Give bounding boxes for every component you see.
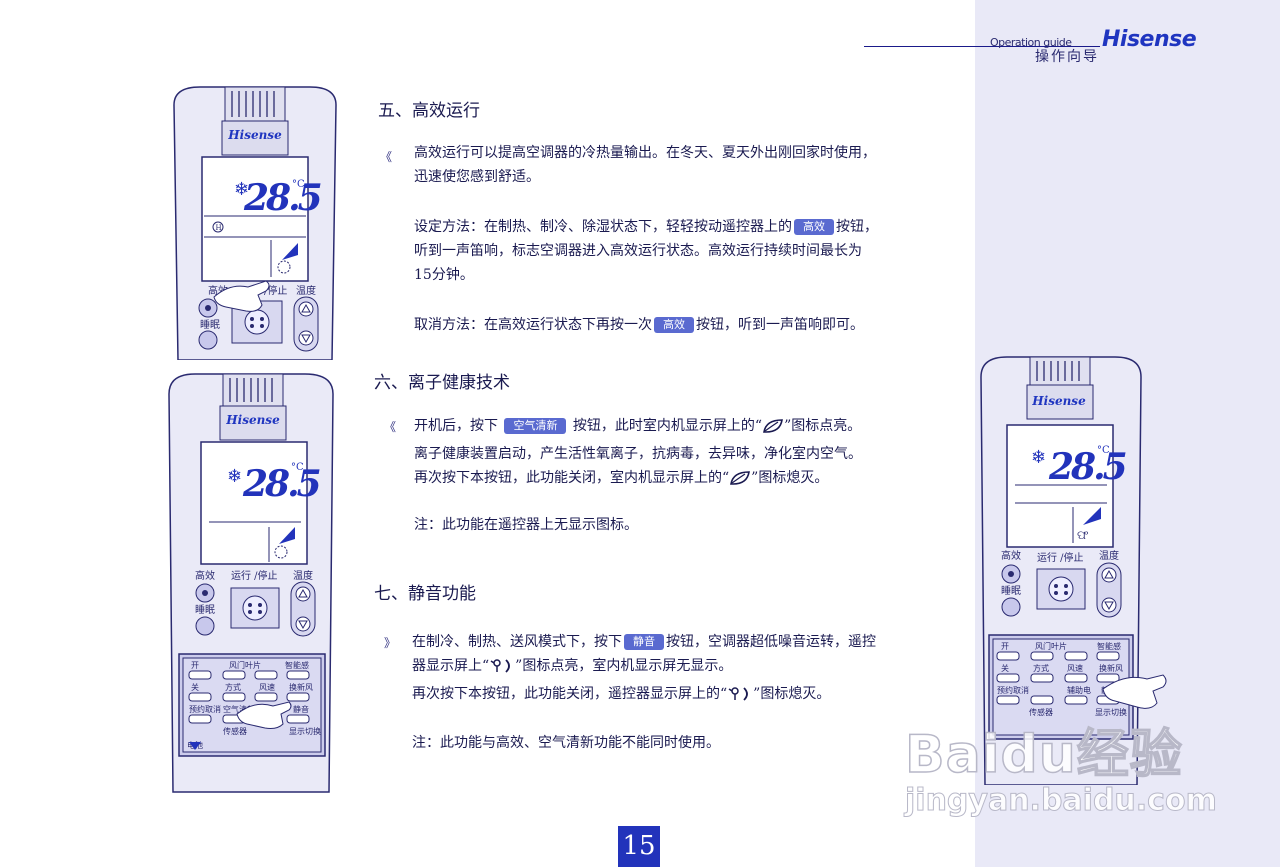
section-6-title: 六、离子健康技术 (374, 373, 510, 393)
header-rule (864, 46, 1100, 47)
svg-text:显示切换: 显示切换 (289, 726, 321, 736)
tag-jingyin: 静音 (624, 634, 664, 650)
remote-illustration-2: Hisense ❄ 28.5 °C 高效 运行 /停止 温度 睡眠 开 风门叶片… (165, 372, 340, 801)
svg-text:睡眠: 睡眠 (200, 318, 220, 331)
svg-text:显示切换: 显示切换 (1095, 707, 1127, 717)
remote-illustration-3: Hisense ❄ 28.5 °C ଫ 高效 运行 /停止 温度 睡眠 开 风门… (975, 355, 1175, 789)
svg-text:温度: 温度 (296, 284, 316, 297)
bullet-icon: 《 (384, 420, 397, 434)
bullet-icon: 》 (384, 636, 397, 650)
svg-text:风速: 风速 (1067, 664, 1083, 673)
bullet-icon: 《 (380, 150, 393, 164)
svg-text:预约: 预约 (189, 704, 205, 714)
svg-text:运行 /停止: 运行 /停止 (231, 569, 278, 582)
svg-text:运行 /停止: 运行 /停止 (1037, 551, 1084, 564)
fan-icon (282, 243, 298, 260)
header-zh-title: 操作向导 (1035, 49, 1099, 65)
mute-icon (489, 658, 515, 682)
svg-text:辅助电: 辅助电 (1067, 685, 1091, 695)
svg-text:取消: 取消 (205, 704, 221, 714)
svg-text:28.5: 28.5 (1048, 446, 1126, 488)
mute-icon (727, 686, 753, 710)
watermark-url: jingyan.baidu.com (905, 783, 1218, 819)
svg-text:°C: °C (292, 179, 305, 190)
remote-temp-readout: 28.5 (243, 177, 321, 219)
svg-text:Hisense: Hisense (1031, 394, 1086, 408)
section-5-cancel: 取消方法：在高效运行状态下再按一次高效按钮，听到一声笛响即可。 (414, 317, 864, 333)
svg-text:风门叶片: 风门叶片 (229, 660, 261, 670)
tag-gaoxiao: 高效 (654, 317, 694, 333)
section-6-body: 开机后，按下 空气清新 按钮，此时室内机显示屏上的“”图标点亮。 离子健康装置启… (414, 414, 974, 494)
svg-text:温度: 温度 (293, 569, 313, 582)
svg-text:静音: 静音 (293, 704, 309, 714)
watermark: Baidu经验 jingyan.baidu.com (904, 712, 1218, 819)
watermark-brand: Baidu经验 (904, 724, 1183, 786)
svg-text:关: 关 (1001, 663, 1009, 673)
snow-icon: ❄ (234, 179, 249, 200)
tag-gaoxiao: 高效 (794, 219, 834, 235)
svg-text:取消: 取消 (1013, 685, 1029, 695)
header-en-title: Operation guide (990, 36, 1072, 49)
svg-text:Hisense: Hisense (225, 413, 280, 427)
section-7-body: 在制冷、制热、送风模式下，按下静音按钮，空调器超低噪音运转，遥控 器显示屏上“”… (412, 630, 972, 710)
header-brand-logo: Hisense (1102, 27, 1197, 52)
pointing-hand-icon (1102, 674, 1167, 709)
svg-text:开: 开 (1001, 642, 1009, 651)
section-7-title: 七、静音功能 (374, 584, 476, 604)
svg-text:❄: ❄ (1031, 447, 1046, 468)
svg-text:H: H (216, 224, 222, 232)
svg-text:预约: 预约 (997, 685, 1013, 695)
pointing-hand-icon (213, 280, 270, 312)
section-6-note: 注：此功能在遥控器上无显示图标。 (414, 517, 638, 533)
mute-icon: ଫ (1077, 528, 1089, 542)
svg-text:/停止: /停止 (264, 284, 287, 297)
svg-text:°C: °C (291, 462, 304, 473)
svg-text:风门叶片: 风门叶片 (1035, 641, 1067, 651)
svg-text:方式: 方式 (225, 682, 241, 692)
svg-text:28.5: 28.5 (242, 463, 320, 505)
tag-kongqiqingxin: 空气清新 (504, 418, 567, 434)
svg-text:睡眠: 睡眠 (1001, 584, 1021, 597)
svg-text:❄: ❄ (227, 466, 242, 487)
svg-text:关: 关 (191, 682, 199, 692)
svg-text:空气清新: 空气清新 (223, 704, 255, 714)
svg-text:温度: 温度 (1099, 549, 1119, 562)
svg-text:换新风: 换新风 (1099, 663, 1123, 673)
svg-text:°C: °C (1097, 445, 1110, 456)
page-number: 15 (618, 826, 660, 867)
svg-text:传感器: 传感器 (1029, 707, 1053, 717)
section-5-setup: 设定方法：在制热、制冷、除湿状态下，轻轻按动遥控器上的高效按钮， 听到一声笛响，… (414, 219, 878, 283)
svg-text:方式: 方式 (1033, 663, 1049, 673)
svg-text:高效: 高效 (195, 569, 215, 582)
leaf-icon (729, 470, 751, 494)
remote-brand: Hisense (227, 128, 282, 142)
leaf-icon (762, 418, 784, 442)
svg-text:开: 开 (191, 661, 199, 670)
remote-illustration-1: Hisense ❄ 28.5 °C H 高效 /停止 温度 睡眠 (170, 85, 340, 364)
section-5-title: 五、高效运行 (378, 101, 480, 121)
svg-text:智能感: 智能感 (1097, 641, 1121, 651)
svg-text:睡眠: 睡眠 (195, 603, 215, 616)
svg-text:风速: 风速 (259, 683, 275, 692)
svg-text:换新风: 换新风 (289, 682, 313, 692)
svg-text:高效: 高效 (1001, 549, 1021, 562)
section-5-intro: 高效运行可以提高空调器的冷热量输出。在冬天、夏天外出刚回家时使用， 迅速使您感到… (414, 145, 876, 185)
svg-text:传感器: 传感器 (223, 726, 247, 736)
section-7-note: 注：此功能与高效、空气清新功能不能同时使用。 (412, 735, 720, 751)
svg-text:智能感: 智能感 (285, 660, 309, 670)
